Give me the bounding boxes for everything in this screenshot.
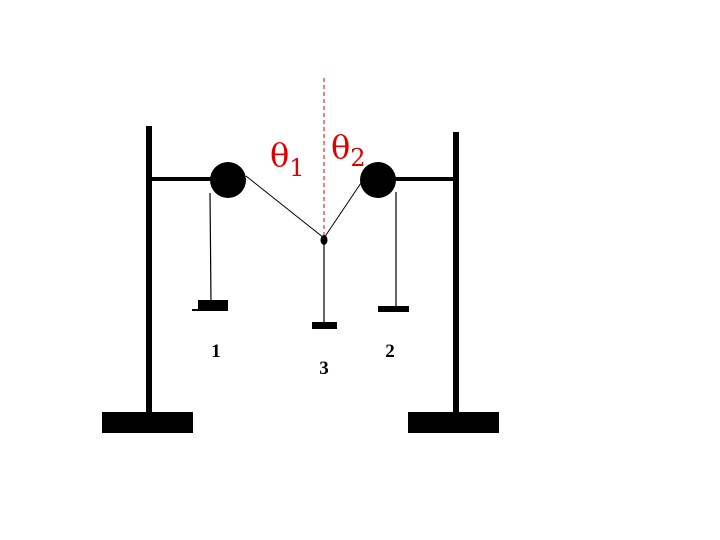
left-stand [102,126,213,433]
theta1-label: θ1 [270,136,305,182]
right-stand-arm [394,177,456,181]
mass-3-weight [312,322,337,329]
hanging-string-1 [209,192,212,303]
mass-3-label: 3 [319,358,329,379]
mass-2-weight [378,306,409,312]
right-string-to-knot [323,182,362,239]
string-knot [320,235,328,245]
theta2-subscript: 2 [350,144,365,172]
mass-1 [192,300,228,311]
right-stand [394,132,499,433]
theta2-label: θ2 [331,128,366,172]
left-pulley [210,162,246,198]
left-stand-pole [146,126,152,414]
theta1-subscript: 1 [289,154,304,182]
left-stand-base [102,412,193,433]
mass-1-label: 1 [211,341,221,362]
left-string-to-knot [245,175,325,239]
mass-2-label: 2 [385,341,395,362]
right-stand-pole [453,132,459,414]
left-stand-arm [149,177,213,181]
right-pulley [360,162,396,198]
mass-1-hanger [192,309,200,311]
mass-1-weight [198,300,228,311]
theta1-symbol: θ [270,136,289,174]
theta2-symbol: θ [331,128,350,166]
right-stand-base [408,412,499,433]
